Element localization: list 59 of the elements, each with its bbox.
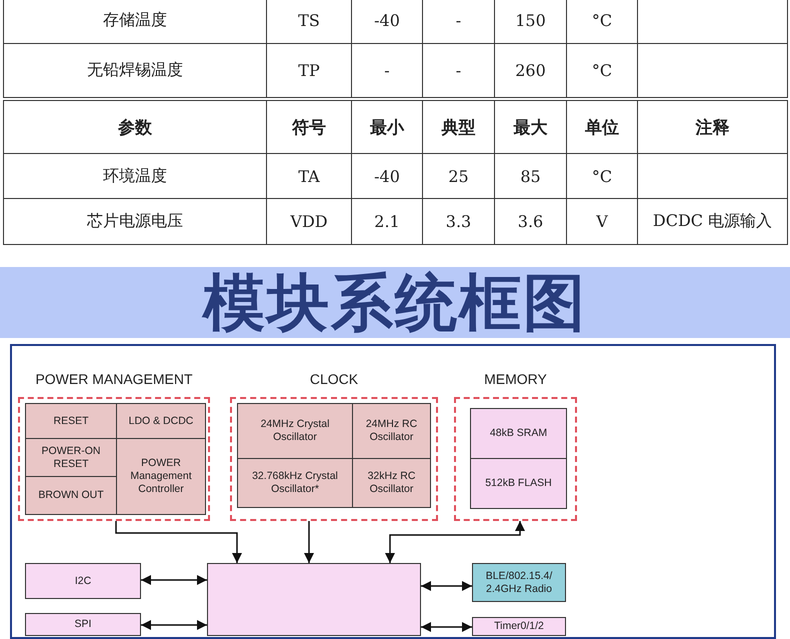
header-cell: 符号 [266,100,352,154]
table-cell: 2.1 [352,198,422,244]
interface-block: SPI [25,613,141,636]
double-arrow [421,622,472,632]
header-cell: 典型 [422,100,494,154]
table-cell: 3.6 [494,198,566,244]
table-cell: TA [266,154,352,198]
table-cell: 150 [494,0,566,44]
oscillator-block: 24MHz RC Oscillator [352,403,431,459]
double-arrow [385,521,525,563]
header-cell: 注释 [638,100,788,154]
function-block: RESET [25,403,117,439]
arrow [304,521,314,563]
table-cell: °C [566,0,638,44]
table-cell: -40 [352,154,422,198]
table-cell: - [422,0,494,44]
timer-block: Timer0/1/2 [472,617,566,636]
group-title: MEMORY [484,371,547,388]
table-cell: DCDC 电源输入 [638,198,788,244]
oscillator-block: 24MHz Crystal Oscillator [237,403,353,459]
table-cell: TS [266,0,352,44]
table-cell: - [352,44,422,98]
function-block: POWER-ON RESET [25,438,117,477]
table-cell: 260 [494,44,566,98]
header-cell: 参数 [4,100,266,154]
radio-block: BLE/802.15.4/ 2.4GHz Radio [472,563,566,602]
table-cell: 无铅焊锡温度 [4,44,266,98]
table-cell: V [566,198,638,244]
interface-block: I2C [25,563,141,599]
table-cell: °C [566,44,638,98]
header-cell: 最小 [352,100,422,154]
table-cell: 25 [422,154,494,198]
memory-block: 512kB FLASH [470,458,567,509]
double-arrow [141,620,207,630]
table-cell: 3.3 [422,198,494,244]
table-cell: 环境温度 [4,154,266,198]
table-cell: VDD [266,198,352,244]
oscillator-block: 32kHz RC Oscillator [352,458,431,508]
table-cell: 85 [494,154,566,198]
function-block: BROWN OUT [25,476,117,515]
banner-title: 模块系统框图 [203,267,587,338]
table-cell: - [422,44,494,98]
header-cell: 最大 [494,100,566,154]
table-cell: 存储温度 [4,0,266,44]
function-block: POWER Management Controller [116,438,206,515]
table-cell: 芯片电源电压 [4,198,266,244]
memory-block: 48kB SRAM [470,408,567,459]
core-block [207,563,421,636]
group-title: CLOCK [310,371,358,388]
double-arrow [141,575,207,585]
function-block: LDO & DCDC [116,403,206,439]
header-cell: 单位 [566,100,638,154]
oscillator-block: 32.768kHz Crystal Oscillator* [237,458,353,508]
table-cell: °C [566,154,638,198]
table-cell: -40 [352,0,422,44]
arrow [115,521,242,563]
group-title: POWER MANAGEMENT [35,371,193,388]
table-cell: TP [266,44,352,98]
double-arrow [421,581,472,591]
